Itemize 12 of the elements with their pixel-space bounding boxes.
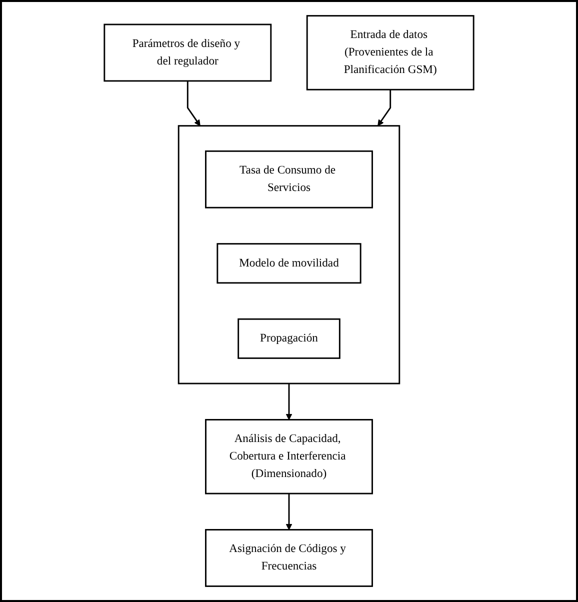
- node-box: Modelo de movilidad: [216, 243, 362, 284]
- node-box: Asignación de Códigos y Frecuencias: [205, 529, 373, 587]
- arrow: [286, 494, 292, 530]
- node-box: Análisis de Capacidad, Cobertura e Interferencia (Dimensionado): [205, 418, 373, 494]
- node-box: Parámetros de diseño y del regulador: [104, 24, 272, 82]
- cluster: [178, 125, 400, 384]
- node-box: Tasa de Consumo de Servicios: [205, 150, 373, 208]
- arrow: [186, 80, 200, 126]
- arrow: [286, 384, 292, 420]
- arrow: [378, 90, 392, 126]
- node-box: Propagación: [238, 318, 340, 359]
- node-box: Entrada de datos (Provenientes de la Planificación GSM): [306, 15, 474, 90]
